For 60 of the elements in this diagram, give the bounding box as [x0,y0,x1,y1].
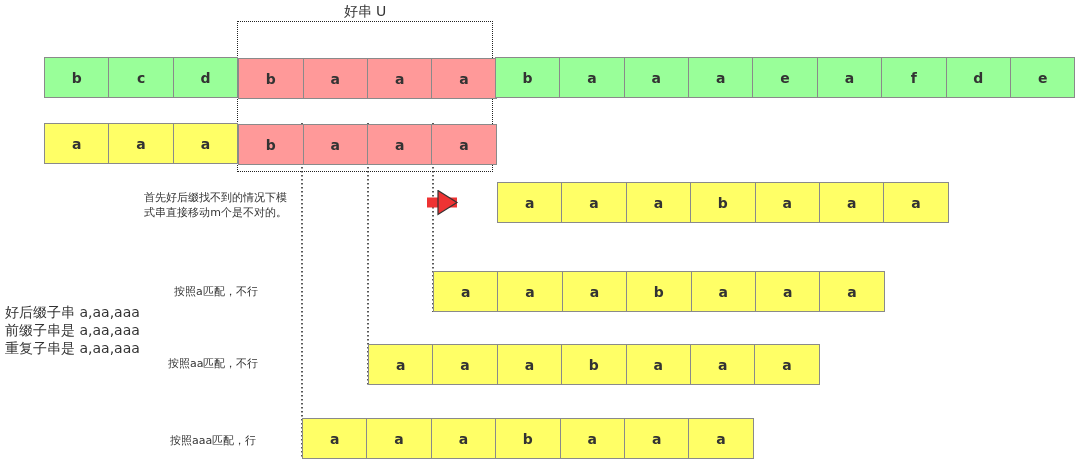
letter-cell: a [819,271,885,312]
letter-cell: a [497,182,563,223]
letter-cell: b [44,57,110,98]
letter-cell: b [238,58,304,99]
letter-cell: f [881,57,947,98]
letter-cell: a [108,123,174,164]
letter-cell: a [816,57,883,98]
letter-cell: a [302,124,368,165]
letter-cell: a [496,344,563,385]
letter-cell: a [561,182,627,223]
letter-cell: a [754,182,820,223]
letter-cell: a [559,418,625,459]
caption-text: 按照aa匹配，不行 [168,356,259,371]
letter-cell: a [561,271,628,312]
letter-cell: e [1010,57,1076,98]
letter-cell: a [431,58,497,99]
letter-cell: a [883,182,949,223]
letter-cell: a [690,271,756,312]
letter-cell: c [108,57,174,98]
letter-cell: a [44,123,110,164]
letter-cell: a [623,57,689,98]
note-text: 首先好后缀找不到的情况下模式串直接移动m个是不对的。 [143,190,287,220]
caption-text: 按照aaa匹配，行 [170,433,257,448]
letter-cell: a [366,418,432,459]
letter-cell: a [688,57,754,98]
letter-cell: b [626,271,692,312]
letter-cell: a [624,418,690,459]
letter-cell: a [367,124,433,165]
letter-cell: b [495,418,561,459]
letter-cell: a [625,182,692,223]
letter-cell: a [690,344,756,385]
letter-cell: a [367,58,433,99]
letter-cell: a [559,57,625,98]
frame-heading: 好串 U [342,3,388,21]
letter-cell: b [238,124,304,165]
letter-cell: d [945,57,1011,98]
letter-cell: a [754,344,820,385]
letter-cell: b [494,57,561,98]
letter-cell: a [688,418,754,459]
letter-cell: a [430,418,497,459]
letter-cell: a [497,271,563,312]
block-arrow [427,189,458,216]
letter-cell: a [432,344,498,385]
letter-cell: b [561,344,627,385]
letter-cell: a [819,182,885,223]
letter-cell: a [172,123,239,164]
letter-cell: a [302,58,368,99]
letter-cell: b [690,182,756,223]
letter-cell: a [368,344,434,385]
caption-text: 按照a匹配，不行 [174,284,258,299]
letter-cell: a [433,271,499,312]
caption-text: 前缀子串是 a,aa,aaa [5,322,140,340]
caption-text: 重复子串是 a,aa,aaa [5,340,140,358]
letter-cell: d [172,57,239,98]
letter-cell: a [755,271,821,312]
letter-cell: a [431,124,497,165]
letter-cell: e [752,57,818,98]
letter-cell: a [302,418,368,459]
caption-text: 好后缀子串 a,aa,aaa [5,304,140,322]
letter-cell: a [625,344,691,385]
